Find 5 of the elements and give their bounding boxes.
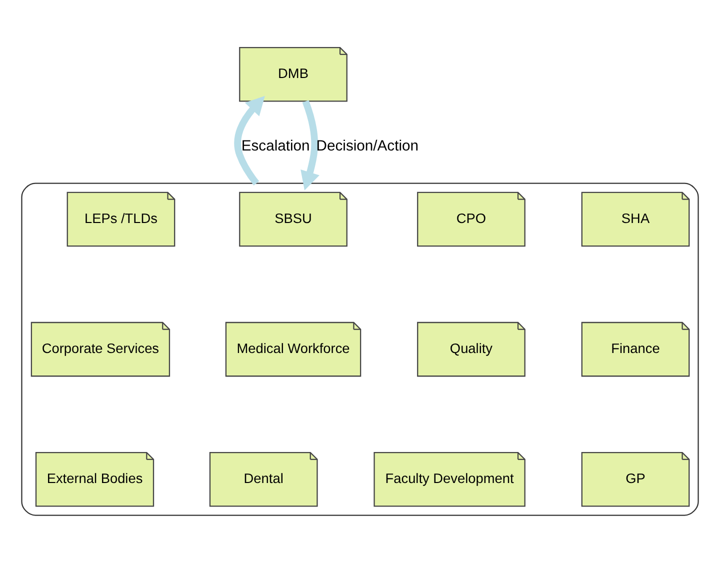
edge-label: Decision/Action bbox=[316, 138, 419, 154]
arrow bbox=[300, 100, 320, 190]
cluster bbox=[21, 182, 699, 516]
edge-label: Escalation bbox=[241, 138, 310, 154]
arrow bbox=[234, 95, 265, 185]
